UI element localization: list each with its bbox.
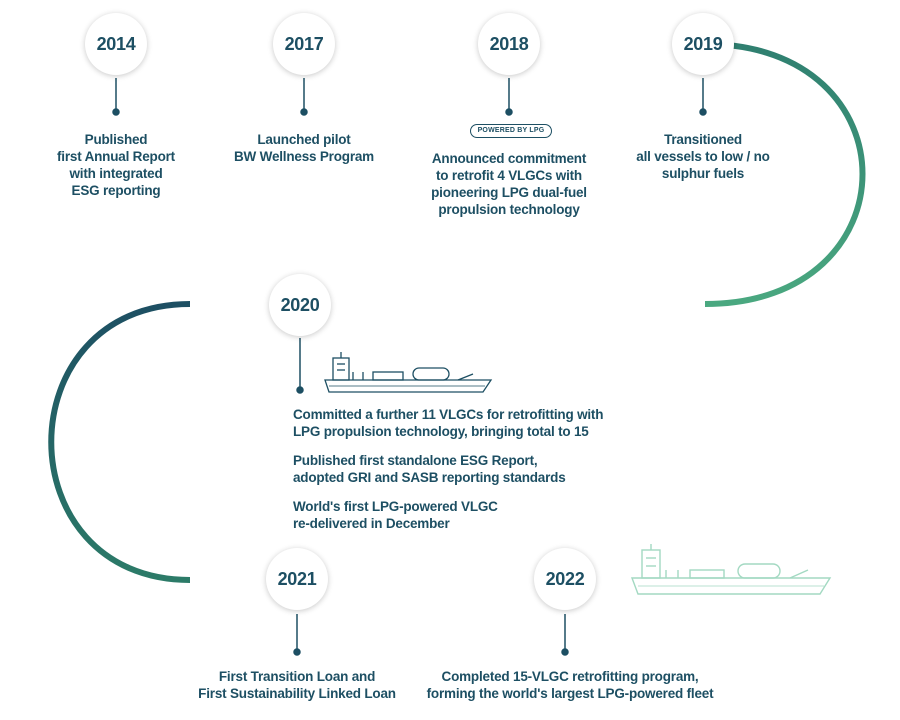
- text-line: First Transition Loan and: [218, 669, 376, 684]
- milestone-2022-text: Completed 15-VLGC retrofitting program, …: [420, 668, 720, 702]
- path-right-curve: [704, 41, 866, 307]
- text-line: propulsion technology: [438, 202, 580, 217]
- text-line: Transitioned: [664, 132, 742, 147]
- milestone-2017-text: Launched pilot BW Wellness Program: [214, 131, 394, 165]
- text-line: World's first LPG-powered VLGC: [293, 499, 498, 514]
- milestone-2019-text: Transitioned all vessels to low / no sul…: [613, 131, 793, 182]
- year-node-2022: 2022: [534, 548, 596, 610]
- text-line: first Annual Report: [57, 149, 175, 164]
- text-line: sulphur fuels: [661, 166, 745, 181]
- text-line: Launched pilot: [257, 132, 351, 147]
- powered-by-lpg-badge: POWERED BY LPG: [470, 124, 552, 138]
- text-line: re-delivered in December: [293, 516, 450, 531]
- ship-icon: [324, 352, 493, 393]
- text-line: BW Wellness Program: [234, 149, 374, 164]
- paragraph: Published first standalone ESG Report, a…: [293, 452, 653, 486]
- text-line: adopted GRI and SASB reporting standards: [293, 470, 566, 485]
- text-line: LPG propulsion technology, bringing tota…: [293, 424, 589, 439]
- milestone-2014-text: Published first Annual Report with integ…: [36, 131, 196, 199]
- year-node-2018: 2018: [478, 13, 540, 75]
- connector-stems: [112, 78, 707, 656]
- year-node-2014: 2014: [85, 13, 147, 75]
- text-line: Published first standalone ESG Report,: [293, 453, 538, 468]
- text-line: forming the world's largest LPG-powered …: [426, 686, 714, 701]
- ship-icon: [630, 544, 832, 595]
- text-line: Committed a further 11 VLGCs for retrofi…: [293, 407, 604, 422]
- text-line: pioneering LPG dual-fuel: [431, 185, 587, 200]
- paragraph: Committed a further 11 VLGCs for retrofi…: [293, 406, 653, 440]
- path-left-curve: [48, 301, 191, 583]
- year-node-2021: 2021: [266, 548, 328, 610]
- text-line: First Sustainability Linked Loan: [198, 686, 396, 701]
- text-line: with integrated: [69, 166, 163, 181]
- milestone-2020-text: Committed a further 11 VLGCs for retrofi…: [293, 406, 653, 544]
- year-node-2020: 2020: [269, 274, 331, 336]
- year-node-2019: 2019: [672, 13, 734, 75]
- text-line: ESG reporting: [71, 183, 161, 198]
- milestone-2021-text: First Transition Loan and First Sustaina…: [182, 668, 412, 702]
- text-line: Announced commitment: [431, 151, 587, 166]
- text-line: to retrofit 4 VLGCs with: [436, 168, 582, 183]
- text-line: Completed 15-VLGC retrofitting program,: [441, 669, 699, 684]
- year-node-2017: 2017: [273, 13, 335, 75]
- text-line: Published: [84, 132, 148, 147]
- milestone-2018-text: Announced commitment to retrofit 4 VLGCs…: [409, 150, 609, 218]
- text-line: all vessels to low / no: [636, 149, 770, 164]
- paragraph: World's first LPG-powered VLGC re-delive…: [293, 498, 653, 532]
